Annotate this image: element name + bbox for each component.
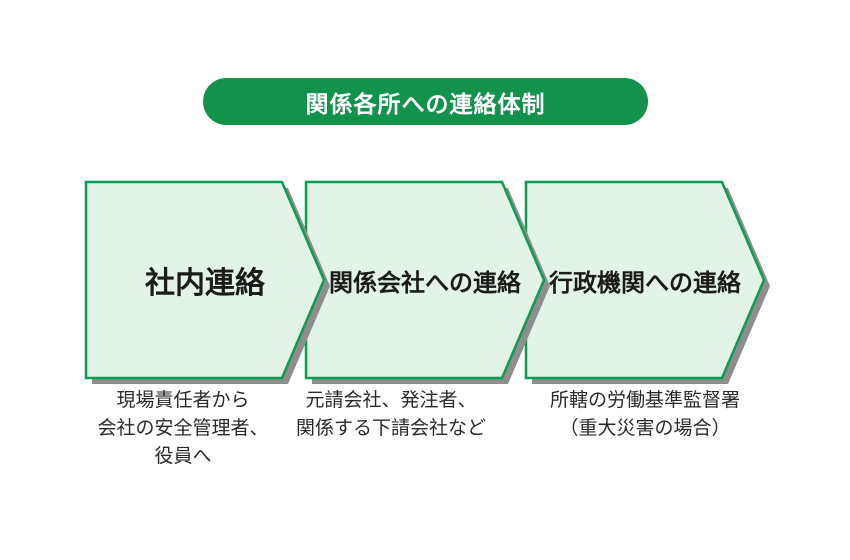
caption-internal-contact: 現場責任者から 会社の安全管理者、 役員へ [58,386,308,470]
caption-government-agencies: 所轄の労働基準監督署 （重大災害の場合） [520,386,770,442]
chevron-related-companies [304,180,546,380]
title-banner: 関係各所への連絡体制 [203,78,648,125]
step-label-government-agencies: 行政機関への連絡 [549,268,741,297]
caption-line: 所轄の労働基準監督署 [549,389,740,411]
caption-line: 関係する下請会社など [295,417,486,439]
step-label-internal-contact: 社内連絡 [145,266,265,301]
caption-line: 会社の安全管理者、 [97,417,269,439]
caption-line: 現場責任者から [116,389,250,411]
caption-related-companies: 元請会社、発注者、 関係する下請会社など [266,386,516,442]
chevron-government-agencies [524,180,766,380]
caption-line: 役員へ [154,445,212,467]
caption-line: （重大災害の場合） [559,417,731,439]
caption-line: 元請会社、発注者、 [305,389,477,411]
step-label-related-companies: 関係会社への連絡 [329,268,521,297]
diagram-title: 関係各所への連絡体制 [305,91,546,118]
chevron-internal-contact [84,180,326,380]
